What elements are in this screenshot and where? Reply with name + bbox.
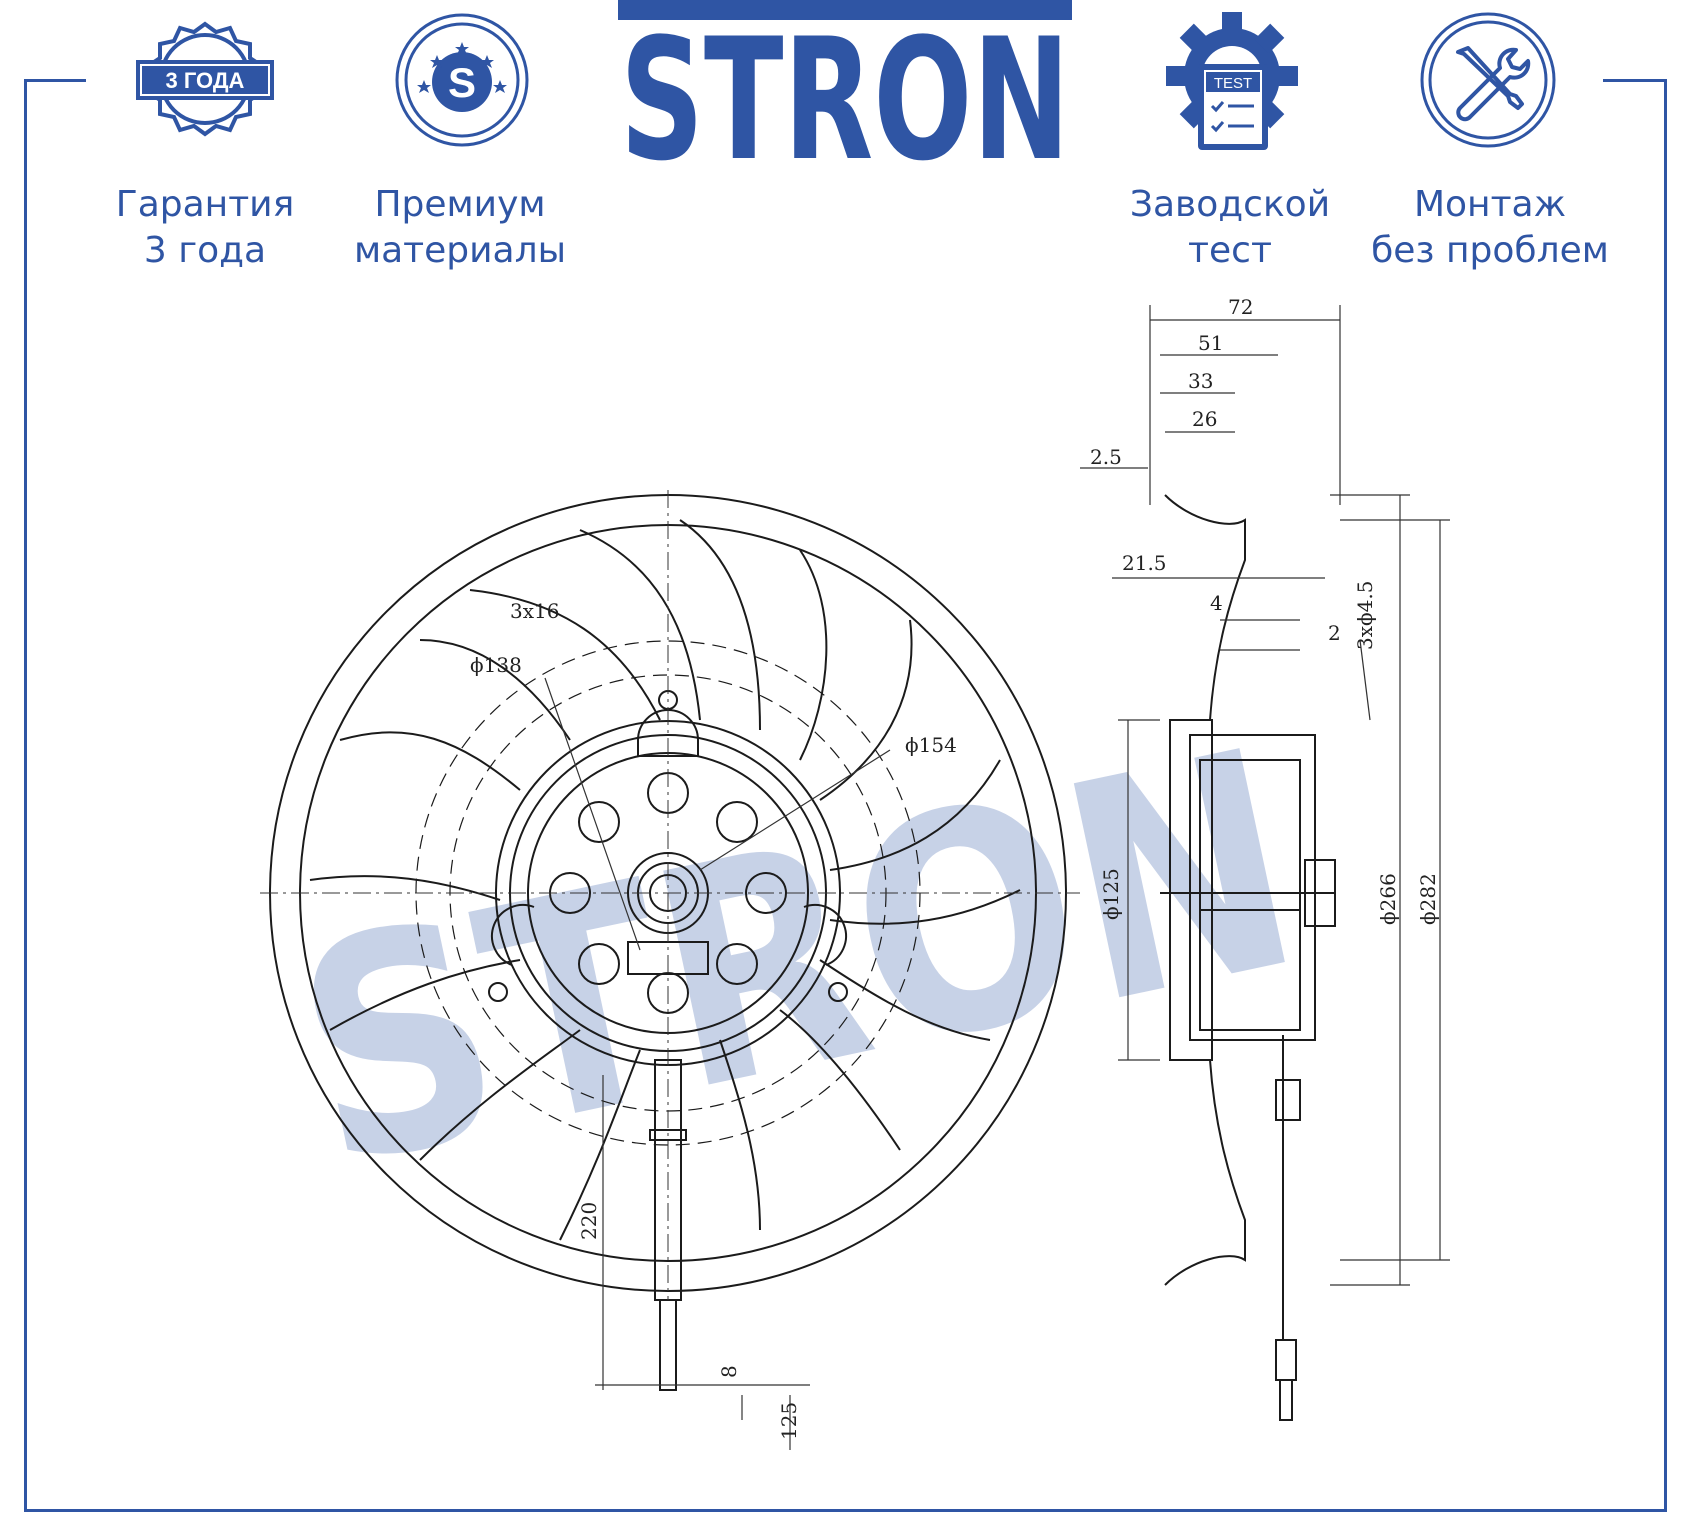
dim-w21-5: 21.5 — [1122, 551, 1167, 575]
dim-w33: 33 — [1188, 369, 1213, 393]
stron-logo-text: STRON — [620, 2, 1070, 165]
badge-mount-label: Монтаж без проблем — [1360, 182, 1620, 274]
dim-d282: ϕ282 — [1416, 873, 1440, 925]
stron-logo: STRON — [618, 0, 1072, 165]
badge-test-line1: Заводской — [1129, 184, 1331, 225]
factory-test-gear-icon: TEST — [1166, 12, 1298, 150]
dim-w51: 51 — [1198, 331, 1223, 355]
mount-hole — [745, 872, 787, 914]
dim-cable-len: 220 — [577, 1202, 601, 1240]
mount-hole — [578, 943, 620, 985]
badge-warranty-line2: 3 года — [143, 230, 267, 271]
dim-w4: 4 — [1210, 591, 1223, 615]
mount-hole — [716, 943, 758, 985]
dim-wire-b: 125 — [777, 1402, 801, 1440]
badge-test-line2: тест — [1188, 230, 1272, 271]
dim-w2: 2 — [1328, 621, 1341, 645]
badge-warranty-line1: Гарантия — [115, 184, 295, 225]
dim-slot: 3x16 — [510, 599, 559, 623]
dim-holes: 3xϕ4.5 — [1353, 581, 1377, 650]
frame-top-right — [1603, 79, 1667, 82]
mount-hole — [716, 801, 758, 843]
warranty-seal-icon: 3 ГОДА — [136, 21, 274, 137]
badge-mount-line1: Монтаж — [1413, 184, 1567, 225]
dim-d125: ϕ125 — [1099, 868, 1123, 920]
tools-wrench-screwdriver-icon — [1420, 12, 1556, 148]
premium-s-icon: S — [395, 13, 529, 147]
frame-top-left — [24, 79, 86, 82]
badge-warranty-label: Гарантия 3 года — [90, 182, 320, 274]
badge-mount-line2: без проблем — [1371, 230, 1609, 271]
factory-test-label: TEST — [1214, 75, 1252, 92]
dim-d266: ϕ266 — [1376, 873, 1400, 925]
frame-right — [1664, 79, 1667, 1512]
frame-bottom — [24, 1509, 1667, 1512]
dim-d138: ϕ138 — [470, 653, 522, 677]
dim-w72: 72 — [1228, 295, 1253, 319]
badge-premium-label: Премиум материалы — [345, 182, 575, 274]
premium-s-letter: S — [448, 59, 476, 106]
dim-w2-5: 2.5 — [1090, 445, 1122, 469]
dim-d154: ϕ154 — [905, 733, 957, 757]
stron-watermark: STRON — [272, 685, 1323, 1234]
dim-w26: 26 — [1192, 407, 1217, 431]
warranty-seal-text: 3 ГОДА — [166, 68, 245, 93]
badge-premium-line2: материалы — [353, 230, 567, 271]
badge-premium-line1: Премиум — [374, 184, 546, 225]
dim-wire-a: 8 — [717, 1365, 741, 1378]
badge-test-label: Заводской тест — [1115, 182, 1345, 274]
side-view — [1160, 494, 1336, 1421]
frame-left — [24, 79, 27, 1512]
mount-hole — [578, 801, 620, 843]
